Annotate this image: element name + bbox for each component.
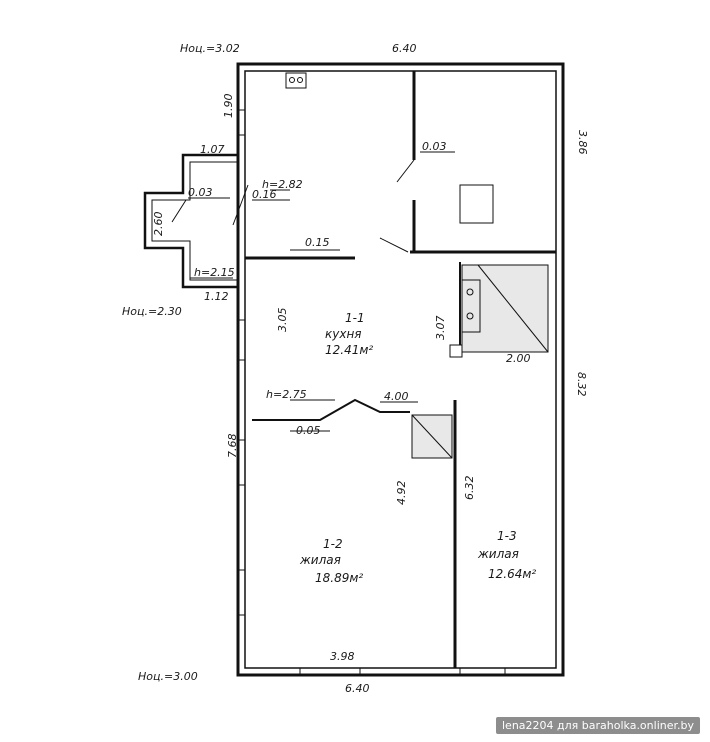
- stove-square: [459, 184, 494, 224]
- noc-left-label: Ноц.=2.30: [122, 305, 182, 318]
- dim-003a: 0.03: [188, 186, 213, 199]
- dimension-labels: Ноц.=3.02 6.40 1.90 3.86 8.32 1.07 0.03 …: [122, 42, 589, 695]
- dim-bottom-width: 6.40: [345, 682, 370, 695]
- dim-h275: h=2.75: [266, 388, 307, 401]
- noc-top-label: Ноц.=3.02: [180, 42, 240, 55]
- vestibule: [143, 153, 238, 289]
- room-1-1-number: 1-1: [345, 311, 365, 325]
- room-1-3-area: 12.64м²: [488, 567, 536, 581]
- room-1-3-number: 1-3: [497, 529, 517, 543]
- stoves: [285, 72, 549, 459]
- interior-walls: [232, 71, 556, 668]
- dim-307: 3.07: [434, 316, 447, 341]
- dim-260: 2.60: [152, 212, 165, 237]
- dim-right-832: 8.32: [575, 372, 588, 397]
- room-1-2-name: жилая: [299, 553, 341, 567]
- dim-016: 0.16: [252, 188, 277, 201]
- room-1-2-number: 1-2: [323, 537, 343, 551]
- dim-005: 0.05: [296, 424, 321, 437]
- dim-398: 3.98: [330, 650, 355, 663]
- room-1-3-name: жилая: [477, 547, 519, 561]
- stove-top: [285, 72, 307, 89]
- room-1-1-name: кухня: [325, 327, 362, 341]
- dim-015: 0.15: [305, 236, 330, 249]
- windows: [238, 109, 506, 675]
- dim-h282: h=2.82: [262, 178, 303, 191]
- room-1-1-area: 12.41м²: [325, 343, 373, 357]
- dim-right-386: 3.86: [576, 130, 589, 155]
- dim-003b: 0.03: [422, 140, 447, 153]
- dim-107: 1.07: [200, 143, 225, 156]
- dim-400: 4.00: [384, 390, 409, 403]
- watermark-label: lena2204 для baraholka.onliner.by: [496, 717, 700, 734]
- dim-112: 1.12: [204, 290, 229, 303]
- dim-left-190: 1.90: [222, 94, 235, 119]
- room-labels: 1-1 кухня 12.41м² 1-2 жилая 18.89м² 1-3 …: [299, 311, 536, 585]
- dim-492: 4.92: [395, 481, 408, 506]
- dim-632: 6.32: [463, 476, 476, 501]
- dim-top-width: 6.40: [392, 42, 417, 55]
- dim-h215: h=2.15: [194, 266, 235, 279]
- dim-200: 2.00: [506, 352, 531, 365]
- dim-768: 7.68: [226, 434, 239, 459]
- room-1-2-area: 18.89м²: [315, 571, 363, 585]
- dimension-lines: [188, 151, 455, 432]
- noc-bottom-label: Ноц.=3.00: [138, 670, 198, 683]
- dim-305: 3.05: [276, 308, 289, 333]
- outer-walls: [236, 62, 565, 677]
